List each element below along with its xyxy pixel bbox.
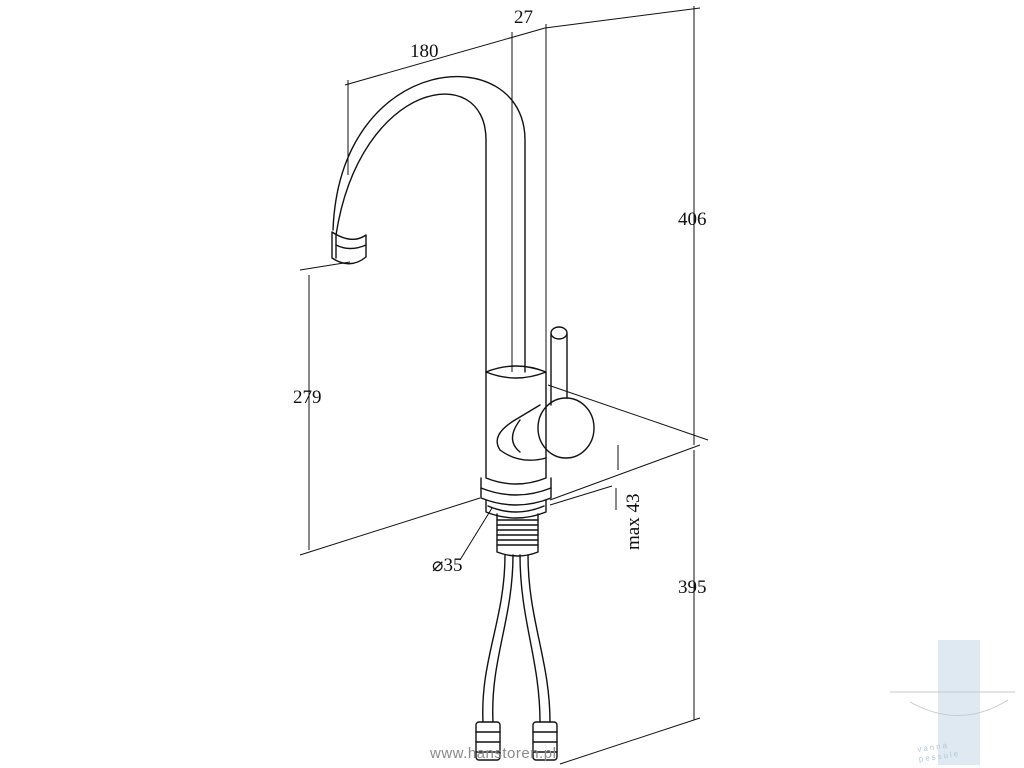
threaded-shank	[496, 513, 539, 557]
dim-hose-length: 395	[678, 577, 707, 598]
dim-offset: 27	[514, 7, 533, 28]
dim-mount-diameter: ⌀35	[432, 555, 463, 576]
fitting-right	[532, 721, 558, 761]
base-ring-2	[485, 499, 547, 519]
dim-total-height: 406	[678, 209, 707, 230]
spout-inner	[332, 75, 526, 373]
lever-rod	[550, 333, 568, 406]
spout-tip	[331, 231, 367, 265]
footer-url: www.hanstoren.pl	[430, 745, 557, 762]
base-ring-1	[480, 477, 552, 506]
dim-spout-height: 279	[293, 387, 322, 408]
handle-knob	[537, 397, 595, 459]
faucet-body	[485, 365, 547, 485]
dim-max-thickness: max 43	[623, 493, 644, 550]
handle-base	[496, 404, 547, 461]
hose-left-outer	[482, 554, 506, 723]
lever-cap	[550, 326, 568, 340]
fitting-left	[475, 721, 501, 761]
spout-outer	[335, 93, 487, 373]
dim-spout-reach: 180	[410, 41, 439, 62]
hose-right-outer	[519, 554, 541, 723]
brand-logo	[890, 640, 1015, 765]
